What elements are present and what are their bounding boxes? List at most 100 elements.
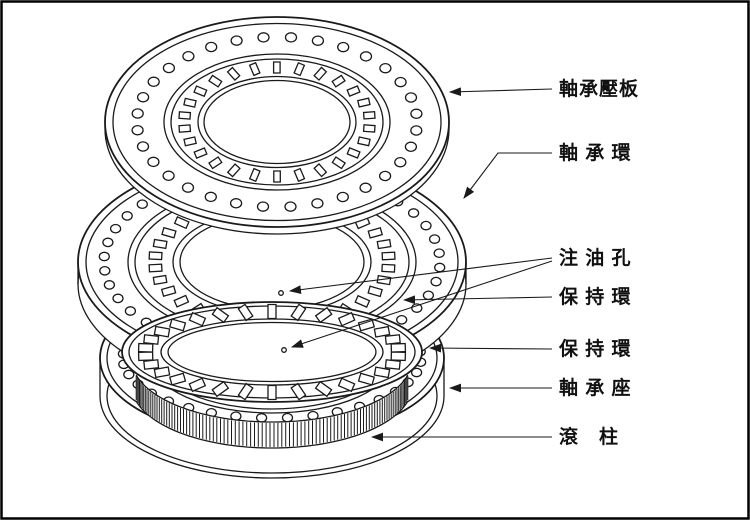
cage-pocket <box>153 325 171 338</box>
oil-hole-dot-lower <box>281 347 287 353</box>
label-retaining-ring-lower: 保 持 環 <box>558 337 632 360</box>
cage-pocket <box>188 311 207 327</box>
cage-pocket <box>331 74 346 88</box>
bolt-hole <box>404 92 418 103</box>
cage-pocket <box>208 74 223 88</box>
roller-band-drawing <box>135 374 409 449</box>
bolt-hole <box>182 50 195 62</box>
cage-pocket <box>161 226 177 239</box>
bolt-hole <box>147 156 160 168</box>
cage-pocket <box>237 382 254 401</box>
label-bearing-pressure-plate: 軸承壓板 <box>559 77 639 100</box>
cage-pocket <box>183 97 197 108</box>
cage-pocket <box>362 111 376 120</box>
plate-rim <box>112 22 442 222</box>
bolt-hole <box>257 32 270 43</box>
cage-pocket <box>313 66 328 81</box>
bolt-hole <box>136 141 150 152</box>
leader-oil-hole-upper <box>288 257 553 294</box>
bolt-hole <box>337 41 350 53</box>
leader-oil-hole-lower <box>290 260 553 348</box>
cage-pocket <box>367 285 383 298</box>
cage-pocket <box>137 351 154 362</box>
leader-retaining-ring-upper <box>402 295 553 305</box>
bolt-hole <box>131 108 144 119</box>
cage-pocket <box>152 238 168 250</box>
cage-pocket <box>272 61 281 74</box>
bolt-hole <box>256 201 270 212</box>
label-rollers: 滾 柱 <box>559 425 619 448</box>
bolt-hole <box>410 108 423 120</box>
bolt-hole <box>121 211 133 221</box>
bolt-hole <box>410 367 423 378</box>
bolt-hole <box>112 293 124 304</box>
plate-bore-inner <box>203 79 351 165</box>
cage-pocket <box>357 372 376 386</box>
label-bearing-ring: 軸 承 環 <box>559 141 632 164</box>
bolt-hole <box>102 237 114 248</box>
cage-pocket <box>178 111 192 120</box>
cage-pocket <box>248 167 261 183</box>
cage-pocket <box>357 136 371 147</box>
cage-pocket <box>193 85 208 98</box>
cage-pocket <box>354 294 371 308</box>
cage-pocket <box>148 251 163 261</box>
bolt-hole <box>410 125 423 136</box>
bolt-hole <box>311 198 324 209</box>
cage-pocket <box>183 136 197 147</box>
plate-bore-outer <box>197 75 357 169</box>
cage-pocket <box>290 382 307 401</box>
cage-pocket <box>381 251 396 261</box>
cage-pocket <box>346 85 361 97</box>
roller-band-fill <box>136 375 408 448</box>
cage-pocket <box>226 163 241 178</box>
bolt-hole <box>147 76 160 88</box>
plate-bore-step-outer <box>163 53 391 191</box>
bolt-hole <box>379 62 392 74</box>
leader-pressure-plate <box>448 87 553 97</box>
lower-retaining-ring-drawing <box>121 301 423 403</box>
cage-pocket <box>143 334 160 345</box>
cage-pocket <box>188 377 207 393</box>
leader-bearing-ring <box>463 152 552 199</box>
cage-pocket <box>168 318 187 332</box>
bolt-hole <box>311 35 325 46</box>
bolt-hole <box>162 170 175 182</box>
bolt-hole <box>378 170 392 182</box>
bolt-hole <box>359 182 372 194</box>
cage-pocket <box>384 359 401 370</box>
bolt-hole <box>396 314 408 325</box>
cage-pocket <box>143 359 160 370</box>
bolt-hole <box>434 262 446 273</box>
bolt-hole <box>394 76 407 88</box>
roller-band-top-edge <box>135 374 409 423</box>
cage-pocket <box>237 303 254 322</box>
cage-pocket <box>381 263 396 273</box>
bolt-hole <box>407 208 420 218</box>
cage-pocket <box>384 334 401 345</box>
roller-band-bottom-edge <box>135 400 409 449</box>
pressure-plate-drawing <box>104 16 450 235</box>
label-retaining-ring-upper: 保 持 環 <box>558 285 632 308</box>
cage-pocket <box>152 274 168 286</box>
bolt-hole <box>109 223 122 234</box>
cage-pocket <box>168 372 187 386</box>
bolt-hole <box>428 234 441 244</box>
cage-pocket <box>178 124 192 133</box>
leader-retaining-ring-lower <box>428 343 553 353</box>
cage-pocket <box>273 170 281 183</box>
cage-pocket <box>248 61 261 77</box>
cage-pocket <box>362 124 376 133</box>
cage-pocket <box>226 66 241 82</box>
leader-lines <box>278 87 553 442</box>
bolt-hole <box>255 413 268 423</box>
cage-pocket <box>148 263 163 273</box>
bolt-hole <box>123 369 135 380</box>
bolt-hole <box>404 141 418 153</box>
cage-pocket <box>193 147 208 159</box>
cage-pocket <box>331 156 347 170</box>
cage-pocket <box>373 325 391 338</box>
bolt-hole <box>229 198 243 209</box>
